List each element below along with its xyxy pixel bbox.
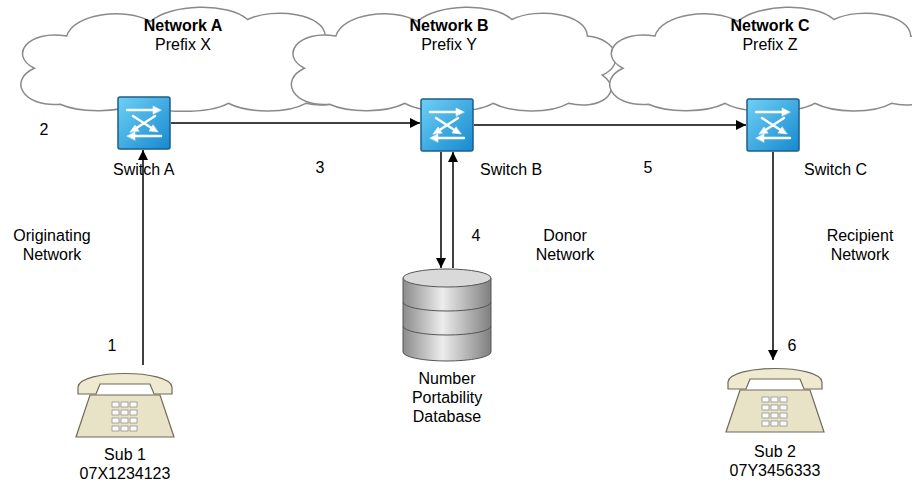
telephone-icon: Sub 107X1234123 [70,365,180,440]
switch-icon-shape [117,96,171,150]
database-top [403,269,491,287]
callout-number: 1 [102,336,122,355]
switch-body [118,97,170,149]
node-caption: Number Portability Database [382,369,512,426]
role-label: Originating Network [2,226,102,264]
text-column: Network APrefix X [2,2,364,54]
callout-number: 6 [782,336,802,355]
label-slot: 6 [782,336,802,355]
database-ring [403,302,491,311]
text-column: Number Portability Database [382,369,512,426]
switch-icon: Switch A [117,96,171,150]
label-slot: 4 [466,226,486,245]
phone-handset [78,374,172,395]
label-slot: 5 [638,158,658,177]
text-column: Switch B [480,160,560,179]
callout-number: 4 [466,226,486,245]
switch-icon-shape [746,98,800,152]
telephone-icon-shape [720,360,830,435]
database-body [403,278,491,361]
switch-icon: Switch B [420,98,474,152]
phone-base [726,390,824,432]
label-slot: Originating Network [2,226,102,264]
node-caption: 07X1234123 [60,464,190,483]
label-slot: Donor Network [520,226,610,264]
switch-icon-shape [420,98,474,152]
node-caption: Switch C [804,160,884,179]
label-slot: Recipient Network [812,226,908,264]
switch-icon: Switch C [746,98,800,152]
node-caption: Sub 2 [710,442,840,461]
database-cylinder: Number Portability Database [402,268,492,363]
network-text: Prefix Y [273,35,625,54]
phone-keypad [112,402,137,431]
node-caption: Switch A [113,160,193,179]
switch-arrows [127,106,161,140]
network-text: Prefix Z [591,35,912,54]
node-caption: Switch B [480,160,560,179]
text-column: Switch A [113,160,193,179]
signal-arrow [440,152,442,268]
switch-arrows [756,108,790,142]
label-slot: 1 [102,336,122,355]
telephone-icon: Sub 207Y3456333 [720,360,830,435]
network-text: Prefix X [2,35,364,54]
callout-number: 2 [34,120,54,139]
label-slot: 3 [310,158,330,177]
node-caption: 07Y3456333 [710,461,840,480]
phone-base [76,395,174,437]
callout-number: 3 [310,158,330,177]
role-label: Donor Network [520,226,610,264]
network-text: Network B [273,16,625,35]
network-cloud: Network CPrefix Z [591,2,912,114]
signal-arrow [772,152,774,360]
signal-arrow [171,122,420,124]
database-cylinder-shape [402,268,492,363]
switch-body [747,99,799,151]
switch-body [421,99,473,151]
callout-number: 5 [638,158,658,177]
text-column: Network CPrefix Z [591,2,912,54]
text-column: Sub 207Y3456333 [710,442,840,480]
signal-arrow [474,124,746,126]
text-column: Sub 107X1234123 [60,445,190,483]
signal-arrow [452,152,454,268]
role-label: Recipient Network [812,226,908,264]
network-cloud: Network BPrefix Y [273,2,625,114]
network-text: Network A [2,16,364,35]
phone-handset [728,369,822,390]
phone-keypad [762,397,787,426]
signal-arrow [142,150,144,365]
label-slot: 2 [34,120,54,139]
text-column: Switch C [804,160,884,179]
text-column: Network BPrefix Y [273,2,625,54]
network-text: Network C [591,16,912,35]
telephone-icon-shape [70,365,180,440]
database-ring [403,326,491,335]
node-caption: Sub 1 [60,445,190,464]
switch-arrows [430,108,464,142]
